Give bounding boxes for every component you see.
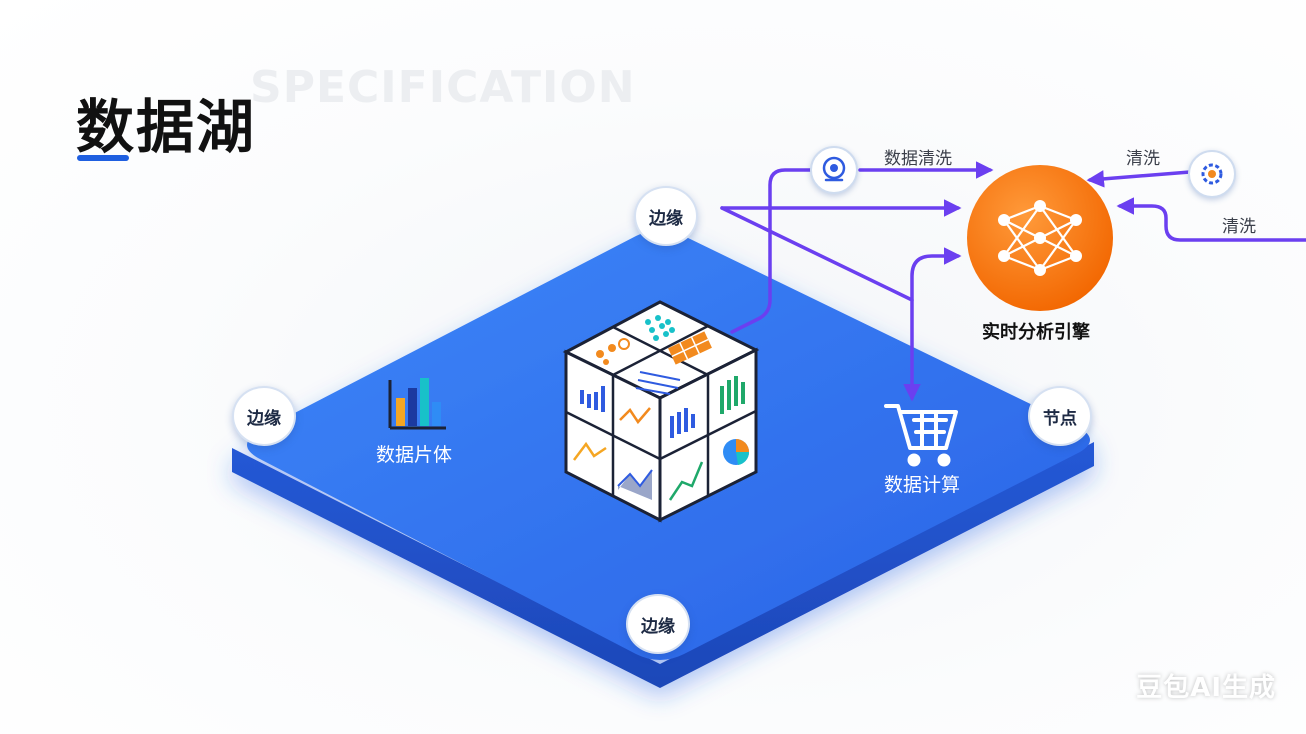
edge-node-top: 边缘 xyxy=(634,186,698,246)
edge-node-right: 节点 xyxy=(1028,386,1092,446)
mini-area-icon xyxy=(617,469,653,500)
webcam-node xyxy=(810,146,858,194)
arrow-right-to-engine xyxy=(1116,197,1306,242)
nodes-icon xyxy=(596,338,630,365)
cart-icon xyxy=(884,404,958,467)
table-icon xyxy=(668,331,712,365)
data-cube xyxy=(562,300,760,523)
list-icon xyxy=(635,371,681,395)
arrow-cube-to-clean xyxy=(730,168,822,334)
mini-line-icon-2 xyxy=(573,441,607,461)
gear-icon xyxy=(1201,163,1223,185)
flow-arrows xyxy=(720,161,1306,402)
arrow-gear-to-engine xyxy=(1086,170,1192,188)
mini-bar-icon-2 xyxy=(670,408,695,438)
title-underline xyxy=(77,155,129,161)
compute-label: 数据计算 xyxy=(884,474,961,496)
flow-label-clean-right-1: 清洗 xyxy=(1126,149,1160,169)
mini-line-icon-1 xyxy=(619,407,651,425)
gear-node xyxy=(1188,150,1236,198)
mini-line-icon-3 xyxy=(668,461,704,501)
neural-net-icon xyxy=(998,200,1082,276)
webcam-icon xyxy=(822,156,846,182)
page-title: 数据湖 xyxy=(76,93,257,161)
mini-bar-icon-green xyxy=(720,376,745,414)
flow-label-clean-right-2: 清洗 xyxy=(1222,217,1256,237)
ghost-background-text: SPECIFICATION xyxy=(250,62,636,113)
edge-node-left: 边缘 xyxy=(232,386,296,446)
watermark: 豆包AI生成 xyxy=(1136,673,1276,703)
arrow-junction-to-engine xyxy=(910,247,962,302)
mini-bar-icon xyxy=(580,386,605,412)
dots-grid-icon xyxy=(645,315,675,341)
analysis-engine xyxy=(967,165,1113,311)
engine-label: 实时分析引擎 xyxy=(982,322,1090,343)
pie-chart-icon xyxy=(723,439,750,465)
bar-chart-icon xyxy=(388,378,446,430)
edge-node-bottom: 边缘 xyxy=(626,594,690,654)
flow-label-clean-top: 数据清洗 xyxy=(884,149,952,169)
cube-label: 数据片体 xyxy=(376,444,453,466)
